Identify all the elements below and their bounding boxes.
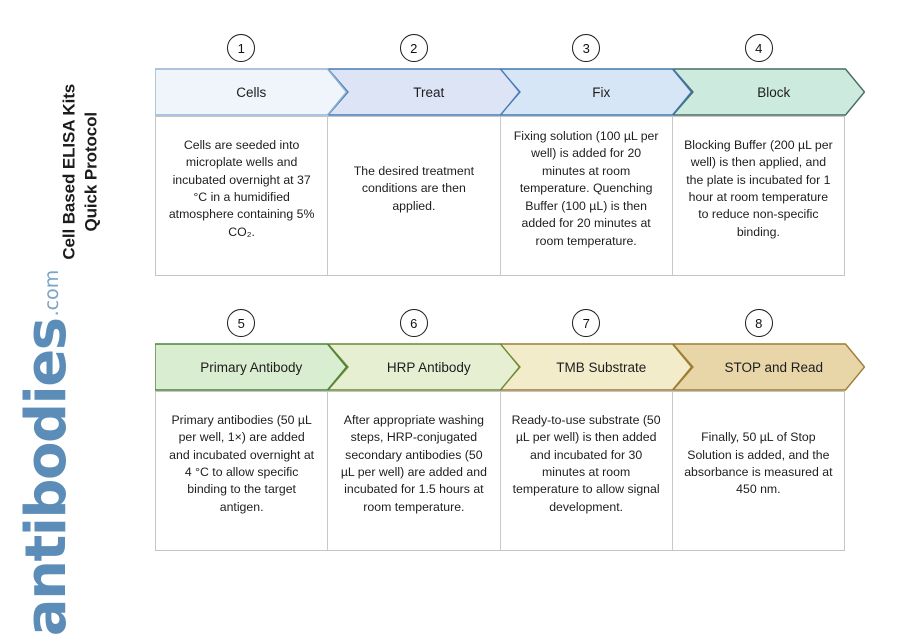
- chevron-shape: [327, 343, 520, 391]
- description-text: Cells are seeded into microplate wells a…: [168, 137, 315, 239]
- antibodies-logo: antibodies .com: [2, 270, 79, 636]
- description-text: Primary antibodies (50 µL per well, 1×) …: [169, 412, 315, 514]
- chevron-label: Treat: [413, 84, 445, 100]
- chevron-step-2[interactable]: Treat: [327, 68, 521, 116]
- description-panel: Finally, 50 µL of Stop Solution is added…: [673, 392, 844, 550]
- description-panel: Fixing solution (100 µL per well) is add…: [501, 117, 673, 275]
- step-number-badge: 3: [572, 34, 601, 62]
- chevron-step-1[interactable]: Cells: [155, 68, 348, 116]
- chevron-band: Primary Antibody HRP Antibody TMB Substrat…: [155, 343, 865, 391]
- step-number-badge: 5: [227, 309, 256, 337]
- description-panels: Cells are seeded into microplate wells a…: [155, 116, 845, 276]
- chevron-step-4[interactable]: Block: [672, 68, 866, 116]
- chevron-shape: [327, 68, 520, 116]
- description-panel: After appropriate washing steps, HRP-con…: [328, 392, 501, 550]
- description-text: The desired treatment conditions are the…: [353, 163, 475, 213]
- chevron-shape: [155, 343, 348, 391]
- step-number-badge: 4: [744, 34, 773, 62]
- description-panel: Ready-to-use substrate (50 µL per well) …: [501, 392, 673, 550]
- description-text: Ready-to-use substrate (50 µL per well) …: [511, 412, 661, 514]
- chevron-label: Cells: [236, 84, 267, 100]
- chevron-shape: [155, 68, 348, 116]
- chevron-shape: [672, 68, 865, 116]
- step-number-badge: 1: [227, 34, 256, 62]
- chevron-label: Fix: [592, 84, 611, 100]
- chevron-label: TMB Substrate: [556, 359, 647, 375]
- branding-rail: Cell Based ELISA Kits Quick Protocol ant…: [0, 0, 150, 636]
- chevron-shape: [672, 343, 865, 391]
- chevron-label: Primary Antibody: [200, 359, 303, 375]
- description-panel: Blocking Buffer (200 µL per well) is the…: [673, 117, 844, 275]
- step-number-badges: 5 6 7 8: [155, 305, 845, 341]
- chevron-shape: [500, 343, 693, 391]
- chevron-label: Block: [757, 84, 791, 100]
- description-panel: Cells are seeded into microplate wells a…: [156, 117, 329, 275]
- page-title: Cell Based ELISA Kits Quick Protocol: [58, 32, 102, 312]
- chevron-step-3[interactable]: Fix: [500, 68, 693, 116]
- logo-tld: .com: [41, 269, 63, 317]
- step-number-badge: 6: [399, 309, 428, 337]
- chevron-label: HRP Antibody: [386, 359, 471, 375]
- chevron-step-8[interactable]: STOP and Read: [672, 343, 866, 391]
- chevron-step-6[interactable]: HRP Antibody: [327, 343, 521, 391]
- description-panel: The desired treatment conditions are the…: [328, 117, 501, 275]
- description-text: After appropriate washing steps, HRP-con…: [340, 412, 487, 514]
- chevron-step-7[interactable]: TMB Substrate: [500, 343, 693, 391]
- step-number-badges: 1 2 3 4: [155, 30, 845, 66]
- chevron-band: Cells Treat Fix Block: [155, 68, 865, 116]
- step-number-badge: 8: [744, 309, 773, 337]
- description-panel: Primary antibodies (50 µL per well, 1×) …: [156, 392, 329, 550]
- logo-wordmark: antibodies: [13, 318, 79, 636]
- description-text: Fixing solution (100 µL per well) is add…: [513, 128, 659, 248]
- step-number-badge: 2: [399, 34, 428, 62]
- description-text: Blocking Buffer (200 µL per well) is the…: [684, 137, 833, 239]
- description-panels: Primary antibodies (50 µL per well, 1×) …: [155, 391, 845, 551]
- chevron-label: STOP and Read: [724, 359, 824, 375]
- chevron-shape: [500, 68, 693, 116]
- page-title-line-2: Quick Protocol: [81, 112, 100, 232]
- step-number-badge: 7: [572, 309, 601, 337]
- chevron-step-5[interactable]: Primary Antibody: [155, 343, 348, 391]
- description-text: Finally, 50 µL of Stop Solution is added…: [684, 430, 833, 497]
